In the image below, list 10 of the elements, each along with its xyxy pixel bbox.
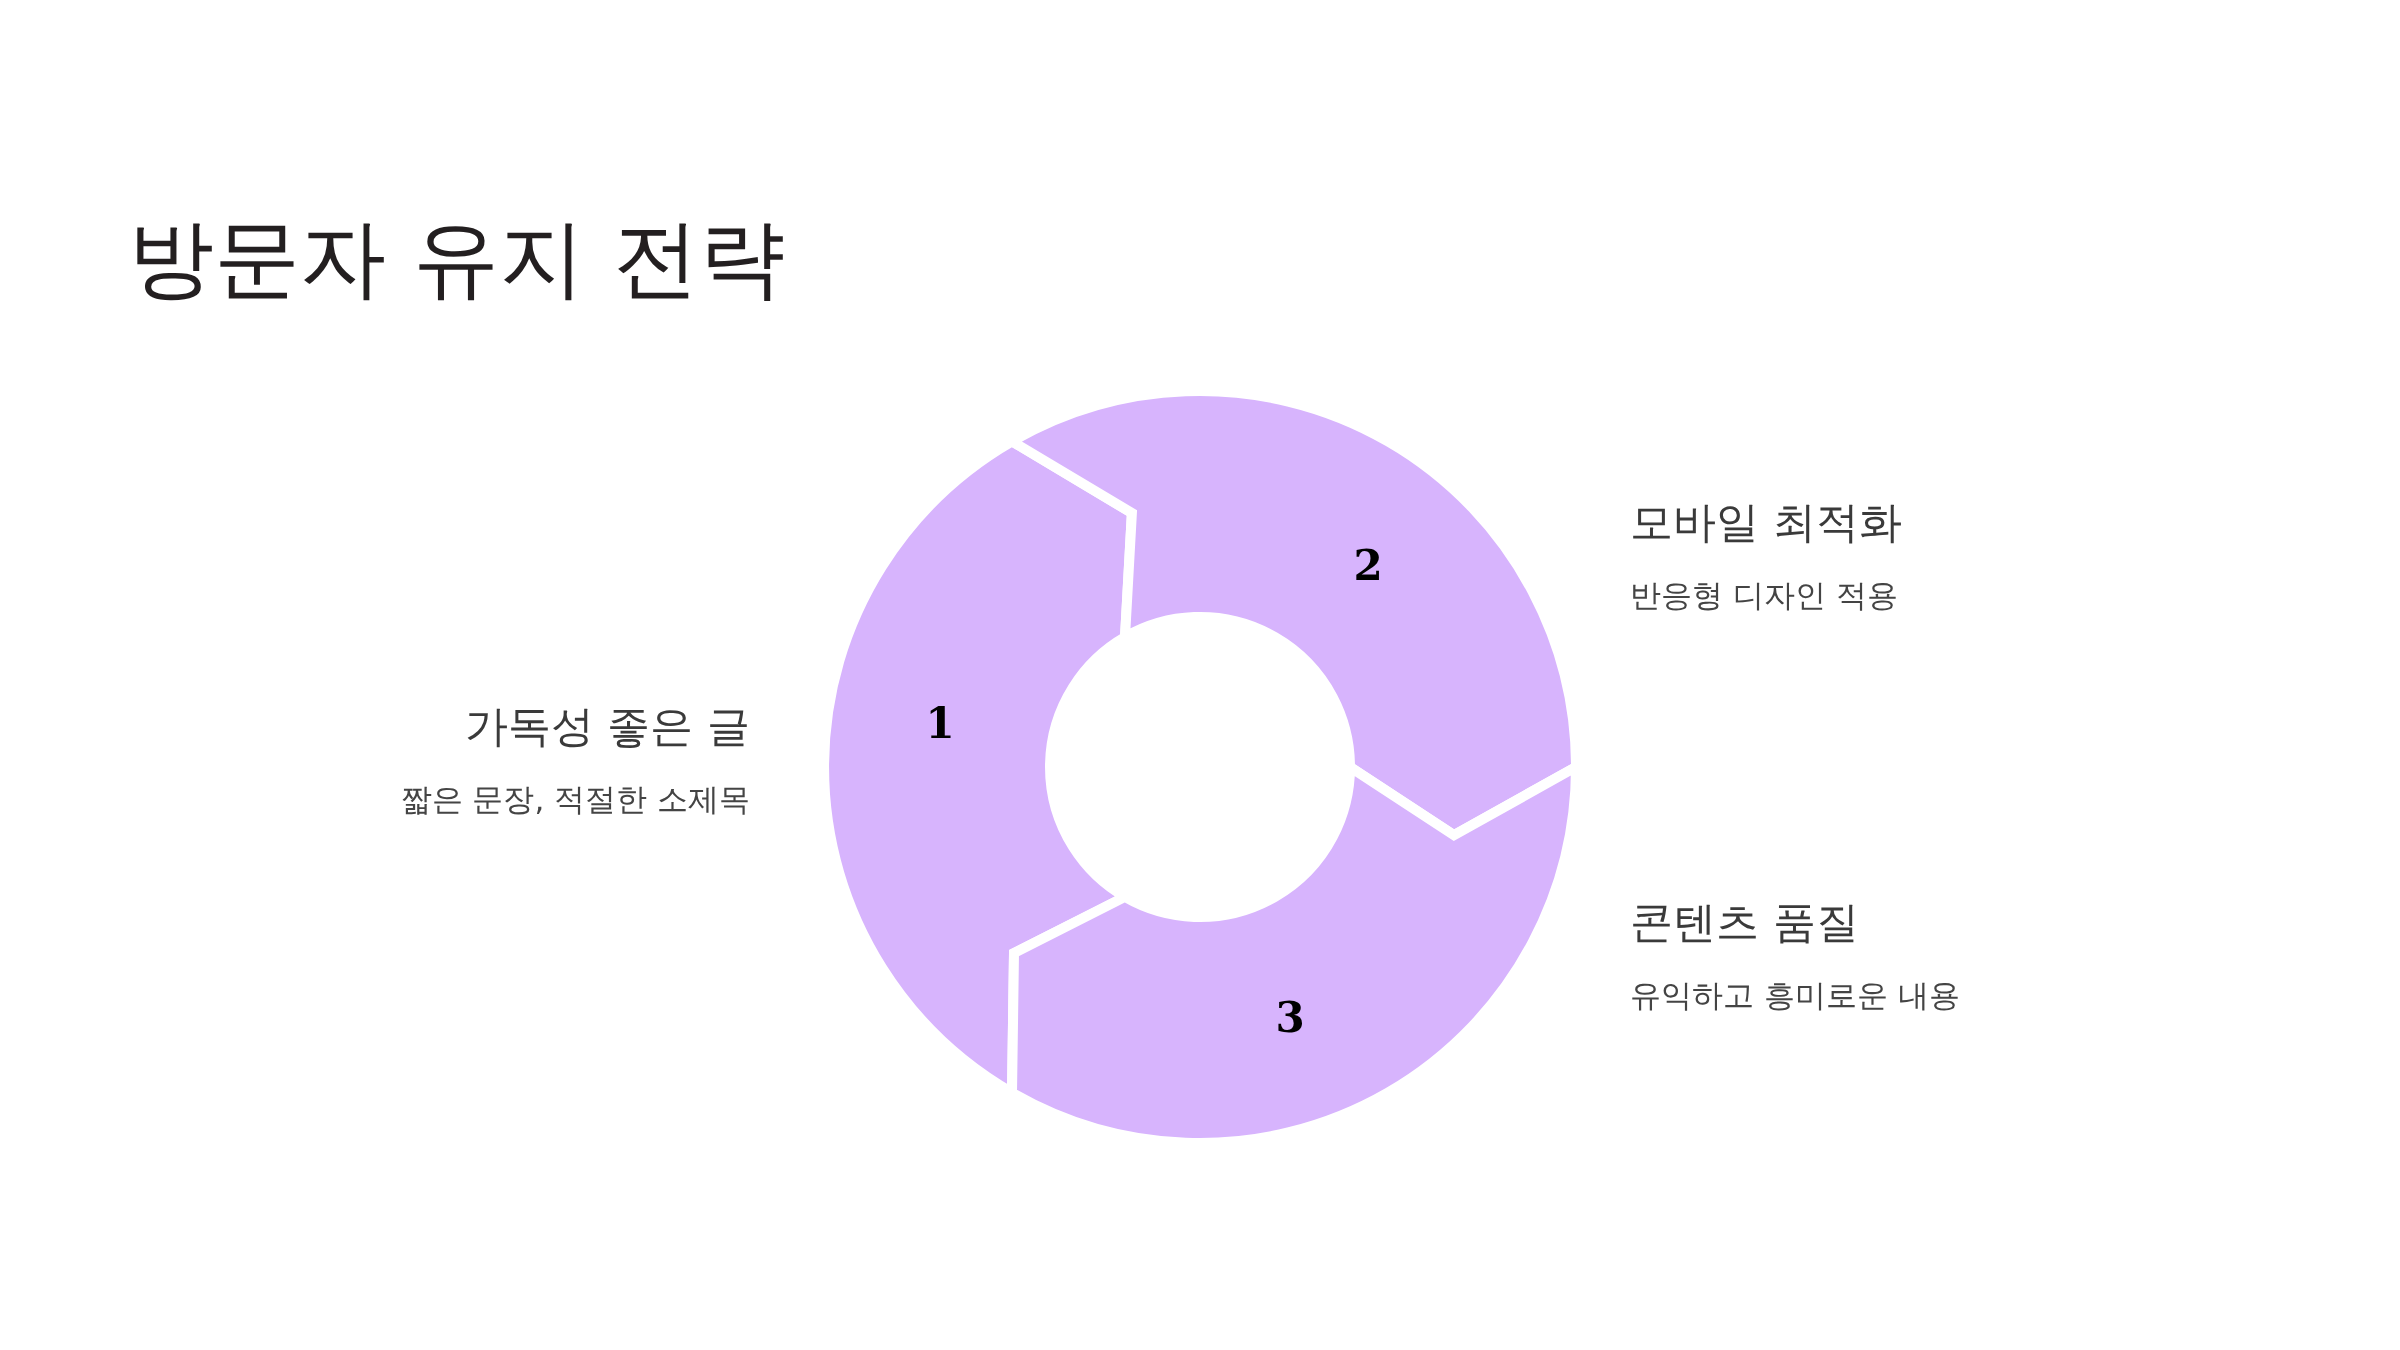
step-description: 반응형 디자인 적용 (1630, 575, 1898, 615)
step-heading: 모바일 최적화 (1630, 496, 1902, 549)
title: 방문자 유지 전략 (128, 215, 785, 301)
step-description: 짧은 문장, 적절한 소제목 (400, 779, 750, 819)
step-heading: 콘텐츠 품질 (1630, 896, 1859, 949)
step-number: 3 (1275, 997, 1305, 1039)
step-number: 1 (925, 703, 955, 745)
step-heading: 가독성 좋은 글 (464, 700, 750, 753)
step-number: 2 (1353, 545, 1383, 587)
step-description: 유익하고 흥미로운 내용 (1630, 975, 1960, 1015)
